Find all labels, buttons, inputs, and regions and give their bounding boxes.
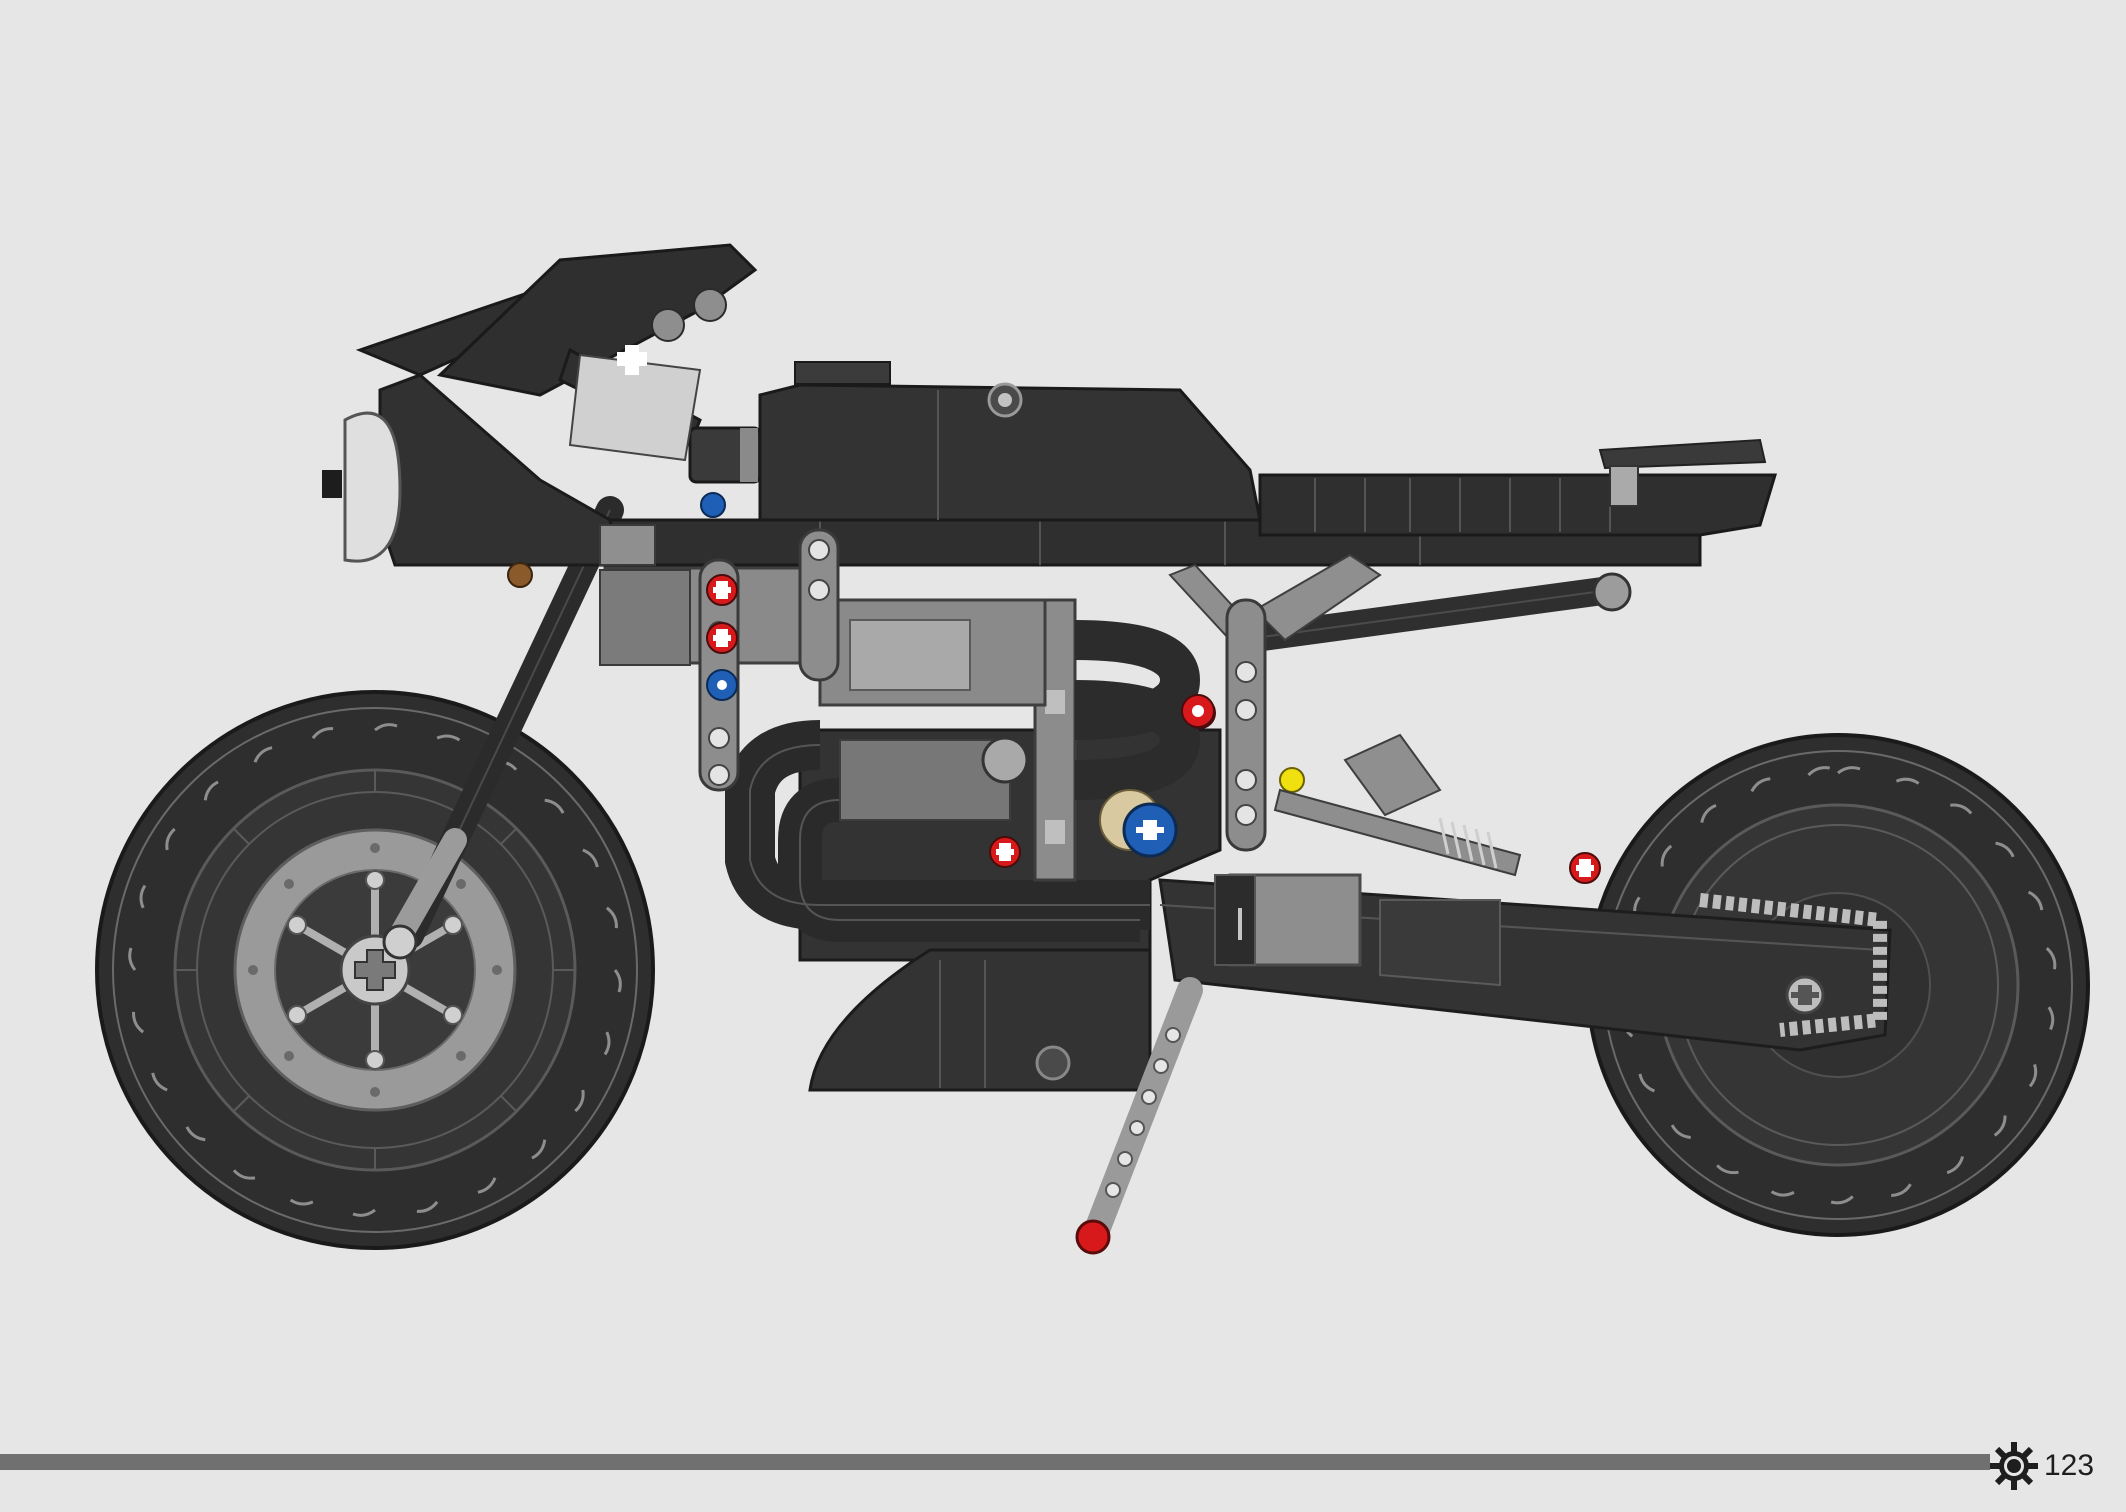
page-number: 123 bbox=[2044, 1449, 2095, 1482]
front-fairing bbox=[322, 243, 762, 666]
main-frame bbox=[594, 381, 1778, 884]
front-fork bbox=[382, 496, 624, 960]
footer-bar bbox=[0, 1454, 1990, 1470]
engine-block bbox=[603, 566, 1222, 1255]
fuel-tank bbox=[758, 361, 1262, 522]
rear-shock bbox=[1273, 733, 1522, 877]
swing-arm bbox=[1158, 873, 1892, 1052]
gear-icon bbox=[1990, 1442, 2038, 1490]
front-wheel bbox=[95, 690, 655, 1250]
front-brake-disc bbox=[233, 828, 517, 1112]
blue-gear-icon bbox=[1099, 789, 1178, 858]
